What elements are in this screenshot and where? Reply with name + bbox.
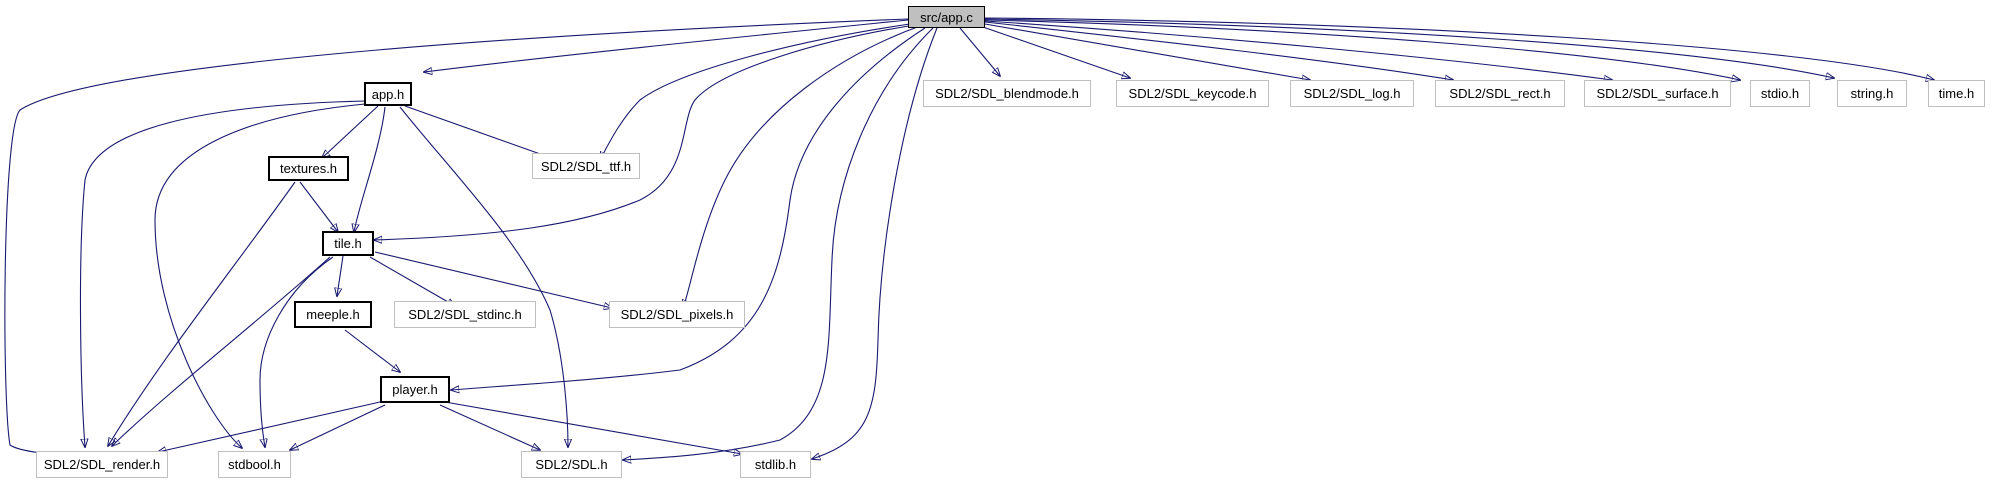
node-textures-h[interactable]: textures.h <box>268 156 349 181</box>
edge-app-c-to-stdio <box>984 19 1740 80</box>
node-string-h[interactable]: string.h <box>1837 80 1907 107</box>
node-stdio-h[interactable]: stdio.h <box>1750 80 1810 107</box>
edge-meeple-to-player <box>344 329 400 372</box>
edge-app-c-to-sdl-render <box>4 18 909 456</box>
node-stdbool-h[interactable]: stdbool.h <box>218 451 291 478</box>
edge-app-c-to-player-h <box>451 27 926 390</box>
edge-app-c-to-time <box>984 17 1934 80</box>
edge-app-h-to-textures <box>322 105 379 158</box>
edge-app-c-to-sdl-pixels <box>683 25 921 308</box>
node-src-app-c[interactable]: src/app.c <box>908 6 985 28</box>
node-sdl-render-h[interactable]: SDL2/SDL_render.h <box>36 451 168 478</box>
node-tile-h[interactable]: tile.h <box>322 231 374 256</box>
node-time-h[interactable]: time.h <box>1928 80 1985 107</box>
edge-app-c-to-app-h <box>424 19 909 72</box>
node-sdl-pixels-h[interactable]: SDL2/SDL_pixels.h <box>609 301 745 328</box>
node-sdl-blendmode-h[interactable]: SDL2/SDL_blendmode.h <box>923 80 1091 107</box>
edge-app-c-to-string <box>984 18 1834 78</box>
edge-player-to-stdbool <box>290 404 386 450</box>
node-sdl-keycode-h[interactable]: SDL2/SDL_keycode.h <box>1116 80 1269 107</box>
node-sdl-h[interactable]: SDL2/SDL.h <box>521 451 622 478</box>
edge-textures-to-tile <box>299 181 338 232</box>
edge-tile-to-sdl-pixels <box>374 251 612 308</box>
edge-app-c-to-rect <box>984 21 1453 80</box>
node-sdl-rect-h[interactable]: SDL2/SDL_rect.h <box>1435 80 1565 107</box>
node-stdlib-h[interactable]: stdlib.h <box>740 451 811 478</box>
node-sdl-ttf-h[interactable]: SDL2/SDL_ttf.h <box>532 153 640 179</box>
edge-app-c-to-surface <box>984 20 1612 80</box>
edge-tile-to-meeple <box>337 255 344 296</box>
edge-tile-to-sdl-stdinc <box>369 256 455 306</box>
edge-player-to-sdl-render <box>158 401 381 452</box>
edge-app-h-to-sdl-ttf <box>404 105 560 161</box>
edge-app-h-to-sdl-render <box>79 100 366 447</box>
node-app-h[interactable]: app.h <box>364 82 412 106</box>
edge-app-h-to-tile <box>354 106 386 232</box>
edge-app-c-to-sdl-ttf <box>600 23 911 160</box>
edge-app-c-to-log <box>984 23 1310 80</box>
node-sdl-stdinc-h[interactable]: SDL2/SDL_stdinc.h <box>394 301 536 328</box>
node-sdl-log-h[interactable]: SDL2/SDL_log.h <box>1290 80 1414 107</box>
edge-tile-to-stdbool <box>260 256 334 447</box>
edge-app-c-to-stdlib <box>812 27 938 459</box>
node-player-h[interactable]: player.h <box>380 376 450 403</box>
edge-app-h-to-stdbool <box>154 103 366 448</box>
edge-app-c-to-tile-h <box>374 24 916 240</box>
edge-app-c-to-sdl-h <box>623 27 934 460</box>
edge-player-to-stdlib <box>444 401 742 454</box>
edge-app-c-to-keycode <box>979 25 1130 78</box>
edge-player-to-sdl-h <box>439 404 540 450</box>
edge-app-h-to-sdl-h <box>399 106 568 447</box>
edge-textures-to-sdl-render <box>108 181 296 446</box>
node-sdl-surface-h[interactable]: SDL2/SDL_surface.h <box>1584 80 1731 107</box>
edge-tile-to-sdl-render <box>112 256 331 446</box>
edge-app-c-to-blendmode <box>959 27 1000 76</box>
node-meeple-h[interactable]: meeple.h <box>294 301 372 328</box>
